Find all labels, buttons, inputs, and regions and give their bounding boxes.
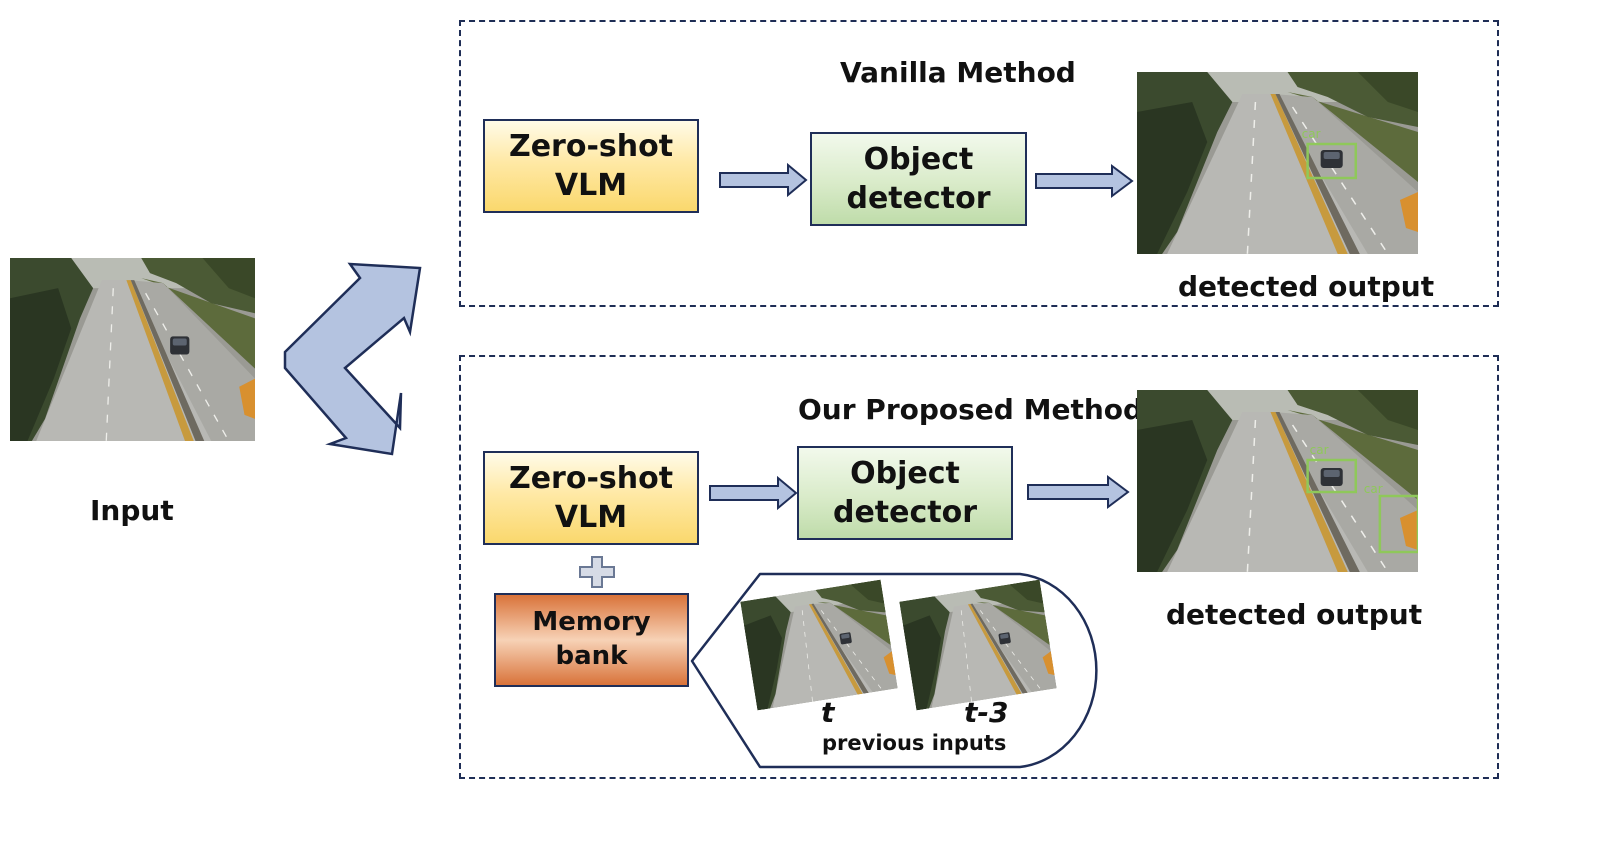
proposed-detector-box: Object detector (797, 446, 1013, 540)
previous-frame-t (740, 580, 897, 711)
memory-bank-label: Memory bank (532, 607, 651, 671)
vanilla-output-image: car (1137, 72, 1418, 254)
previous-inputs-caption: previous inputs (822, 731, 1007, 755)
vanilla-output-label: detected output (1178, 270, 1435, 303)
vanilla-detector-box: Object detector (810, 132, 1027, 226)
vanilla-vlm-box: Zero-shot VLM (483, 119, 699, 213)
proposed-detector-label: Object detector (832, 456, 978, 530)
input-image (10, 258, 255, 441)
vanilla-arrow-1 (719, 162, 808, 198)
vanilla-detection-box (1306, 142, 1358, 180)
vanilla-detector-label: Object detector (846, 142, 991, 216)
proposed-arrow-1 (709, 475, 798, 511)
proposed-vlm-box: Zero-shot VLM (483, 451, 699, 545)
proposed-output-label: detected output (1166, 598, 1423, 631)
proposed-detection-box-2 (1378, 494, 1418, 554)
previous-frame-t-3 (899, 580, 1056, 711)
proposed-vlm-label: Zero-shot VLM (508, 461, 674, 535)
proposed-detection-box-1 (1306, 458, 1358, 494)
memory-bank-box: Memory bank (494, 593, 689, 687)
proposed-detection-label-1: car (1310, 443, 1329, 457)
proposed-output-image: car car (1137, 390, 1418, 572)
proposed-arrow-2 (1027, 475, 1130, 509)
vanilla-method-title: Vanilla Method (840, 56, 1076, 89)
vanilla-vlm-label: Zero-shot VLM (508, 129, 674, 203)
proposed-method-title: Our Proposed Method (798, 393, 1144, 426)
input-label: Input (90, 494, 174, 527)
branch-arrow (283, 262, 422, 456)
vanilla-detection-label: car (1302, 127, 1321, 141)
frame-label-t: t (821, 696, 835, 729)
proposed-detection-label-2: car (1364, 482, 1383, 496)
frame-label-t-3: t-3 (964, 696, 1009, 729)
plus-icon (579, 556, 615, 588)
proposed-method-panel (459, 355, 1499, 779)
vanilla-arrow-2 (1035, 164, 1134, 198)
vanilla-method-panel (459, 20, 1499, 307)
